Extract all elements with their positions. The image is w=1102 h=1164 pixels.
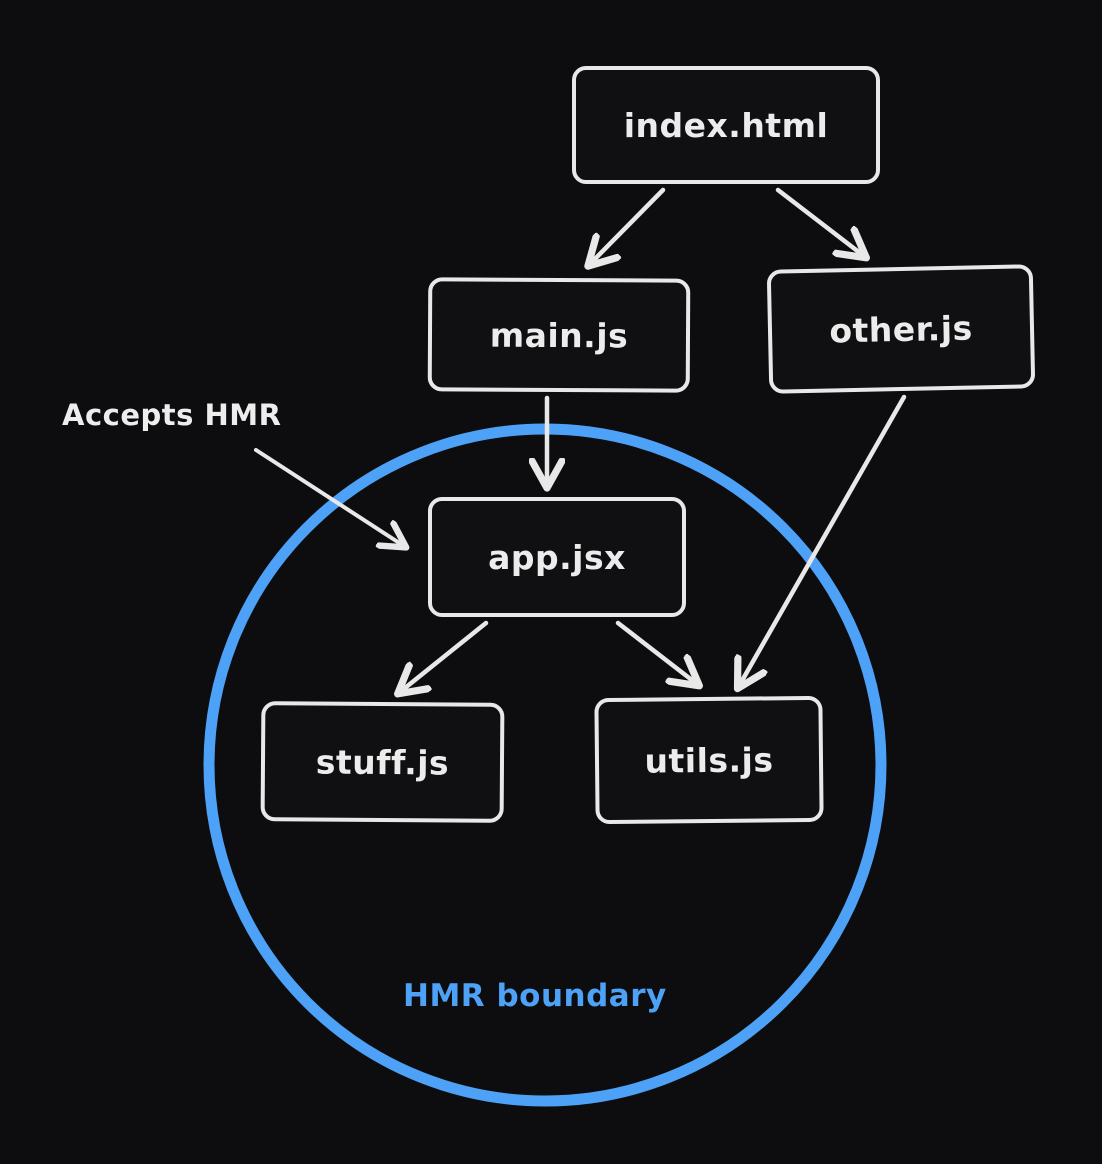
edge-index-other bbox=[775, 187, 864, 256]
edge-other-utils bbox=[739, 394, 907, 686]
node-app-jsx: app.jsx bbox=[428, 497, 686, 617]
hmr-boundary-label: HMR boundary bbox=[403, 978, 667, 1014]
node-label: stuff.js bbox=[315, 742, 450, 782]
accepts-hmr-annotation: Accepts HMR bbox=[62, 398, 282, 432]
node-label: app.jsx bbox=[488, 537, 626, 577]
node-main-js: main.js bbox=[427, 277, 691, 393]
annotation-arrow bbox=[254, 448, 404, 546]
edge-app-stuff bbox=[400, 620, 489, 692]
node-stuff-js: stuff.js bbox=[260, 701, 505, 823]
edge-index-main bbox=[590, 187, 666, 264]
node-other-js: other.js bbox=[766, 264, 1036, 394]
node-index-html: index.html bbox=[572, 66, 880, 184]
edge-app-utils bbox=[615, 620, 697, 684]
node-label: other.js bbox=[828, 308, 974, 350]
node-label: utils.js bbox=[644, 739, 774, 781]
node-utils-js: utils.js bbox=[594, 695, 824, 825]
node-label: main.js bbox=[489, 315, 629, 355]
node-label: index.html bbox=[623, 105, 829, 145]
